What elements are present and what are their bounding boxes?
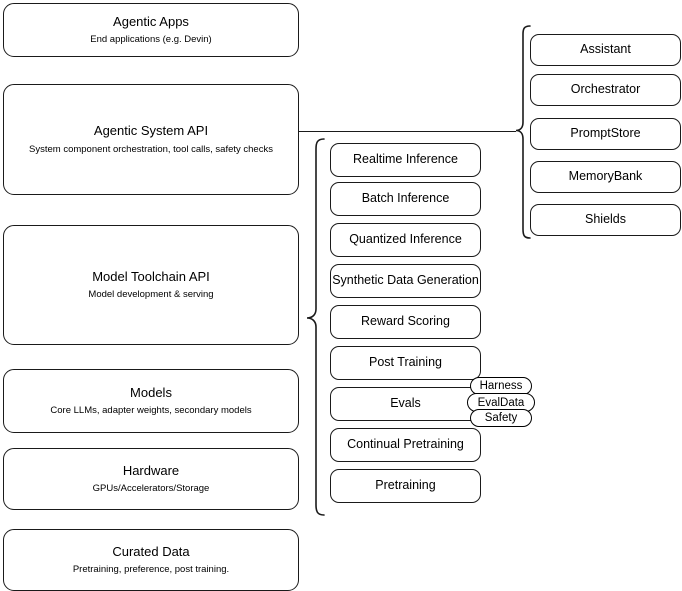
layer-box-hardware[interactable]: Hardware GPUs/Accelerators/Storage bbox=[3, 448, 299, 510]
layer-title: Models bbox=[130, 384, 172, 400]
component-box-shields[interactable]: Shields bbox=[530, 204, 681, 236]
layer-title: Agentic Apps bbox=[113, 13, 189, 29]
component-label: Assistant bbox=[580, 42, 631, 57]
evals-subcomponent-label: Safety bbox=[484, 412, 518, 424]
capability-label: Evals bbox=[390, 396, 421, 411]
evals-subcomponent-evaldata[interactable]: EvalData bbox=[467, 393, 535, 412]
component-box-orchestrator[interactable]: Orchestrator bbox=[530, 74, 681, 106]
capability-label: Pretraining bbox=[375, 478, 436, 493]
component-box-memorybank[interactable]: MemoryBank bbox=[530, 161, 681, 193]
component-box-promptstore[interactable]: PromptStore bbox=[530, 118, 681, 150]
layer-box-agentic-apps[interactable]: Agentic Apps End applications (e.g. Devi… bbox=[3, 3, 299, 57]
capability-box-pretraining[interactable]: Pretraining bbox=[330, 469, 481, 503]
capability-label: Quantized Inference bbox=[349, 232, 462, 247]
layer-title: Model Toolchain API bbox=[92, 268, 210, 284]
capability-label: Batch Inference bbox=[361, 191, 450, 206]
evals-subcomponent-label: EvalData bbox=[477, 396, 525, 409]
brace-agentic-system-components bbox=[512, 24, 532, 242]
capability-label: Reward Scoring bbox=[361, 314, 450, 329]
component-label: MemoryBank bbox=[568, 169, 643, 184]
layer-title: Agentic System API bbox=[93, 123, 209, 139]
layer-subtitle: GPUs/Accelerators/Storage bbox=[92, 483, 210, 495]
component-label: PromptStore bbox=[570, 126, 641, 141]
capability-box-evals[interactable]: Evals bbox=[330, 387, 481, 421]
layer-box-curated-data[interactable]: Curated Data Pretraining, preference, po… bbox=[3, 529, 299, 591]
layer-box-agentic-system-api[interactable]: Agentic System API System component orch… bbox=[3, 84, 299, 195]
capability-label: Continual Pretraining bbox=[347, 437, 464, 452]
layer-title: Curated Data bbox=[112, 543, 190, 559]
layer-subtitle: Pretraining, preference, post training. bbox=[72, 564, 230, 576]
capability-box-post-training[interactable]: Post Training bbox=[330, 346, 481, 380]
layer-subtitle: Core LLMs, adapter weights, secondary mo… bbox=[50, 405, 252, 417]
capability-label: Post Training bbox=[369, 355, 442, 370]
brace-model-toolchain-capabilities bbox=[302, 137, 326, 519]
capability-box-quantized-inference[interactable]: Quantized Inference bbox=[330, 223, 481, 257]
capability-box-reward-scoring[interactable]: Reward Scoring bbox=[330, 305, 481, 339]
layer-subtitle: End applications (e.g. Devin) bbox=[90, 34, 212, 46]
capability-box-continual-pretraining[interactable]: Continual Pretraining bbox=[330, 428, 481, 462]
capability-label: Realtime Inference bbox=[353, 152, 458, 167]
layer-subtitle: System component orchestration, tool cal… bbox=[29, 143, 273, 155]
layer-title: Hardware bbox=[122, 462, 180, 478]
evals-subcomponent-label: Harness bbox=[479, 380, 523, 392]
capability-label: Synthetic Data Generation bbox=[332, 273, 479, 288]
component-label: Orchestrator bbox=[570, 82, 641, 97]
capability-box-synthetic-data-generation[interactable]: Synthetic Data Generation bbox=[330, 264, 481, 298]
connector-agentic-system-api-to-components bbox=[299, 130, 516, 132]
capability-box-batch-inference[interactable]: Batch Inference bbox=[330, 182, 481, 216]
evals-subcomponent-safety[interactable]: Safety bbox=[470, 409, 532, 427]
layer-box-models[interactable]: Models Core LLMs, adapter weights, secon… bbox=[3, 369, 299, 433]
layer-box-model-toolchain-api[interactable]: Model Toolchain API Model development & … bbox=[3, 225, 299, 345]
component-label: Shields bbox=[585, 212, 626, 227]
capability-box-realtime-inference[interactable]: Realtime Inference bbox=[330, 143, 481, 177]
layer-subtitle: Model development & serving bbox=[88, 289, 214, 301]
component-box-assistant[interactable]: Assistant bbox=[530, 34, 681, 66]
